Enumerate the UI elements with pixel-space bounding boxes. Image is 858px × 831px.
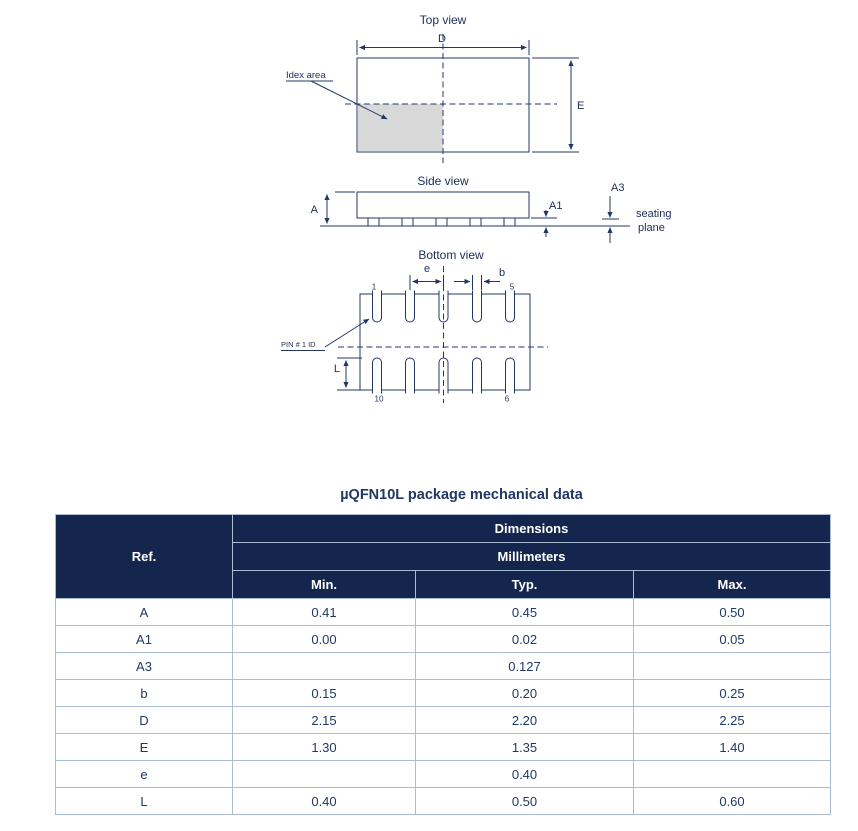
- side-view-body-outline: [356, 191, 530, 219]
- seating-plane-label-word2: plane: [638, 222, 665, 234]
- typ-cell: 0.127: [415, 652, 634, 680]
- side-view-leads: [367, 217, 516, 227]
- dim-a3-label: A3: [611, 182, 624, 194]
- a1-dimension: [531, 210, 557, 237]
- table-row: A 0.41 0.45 0.50: [55, 598, 832, 626]
- table-row: A3 0.127: [55, 652, 832, 680]
- min-cell: 0.00: [232, 625, 416, 653]
- dim-d-label: D: [438, 33, 446, 45]
- ref-cell: e: [55, 760, 233, 788]
- table-row: E 1.30 1.35 1.40: [55, 733, 832, 761]
- pin-number-6: 6: [505, 395, 510, 404]
- table-row: L 0.40 0.50 0.60: [55, 787, 832, 815]
- min-cell: [232, 652, 416, 680]
- bottom-view: Bottom view e b L PIN # 1 ID 1 5 10 6: [281, 248, 548, 404]
- ref-cell: L: [55, 787, 233, 815]
- top-view: Top view D E Idex area: [286, 13, 584, 163]
- typ-cell: 1.35: [415, 733, 634, 761]
- dim-b-label: b: [499, 267, 505, 279]
- max-column-header: Max.: [632, 570, 832, 599]
- pin-number-10: 10: [375, 395, 384, 404]
- min-cell: [232, 760, 416, 788]
- min-column-header: Min.: [232, 570, 416, 599]
- max-cell: 0.25: [632, 679, 832, 707]
- ref-cell: E: [55, 733, 233, 761]
- a3-dimension: [602, 196, 619, 243]
- ref-cell: A1: [55, 625, 233, 653]
- table-row: A1 0.00 0.02 0.05: [55, 625, 832, 653]
- dim-a-label: A: [311, 204, 319, 216]
- mechanical-data-table: Ref. Dimensions Millimeters Min. Typ. Ma…: [55, 514, 832, 815]
- max-cell: [632, 760, 832, 788]
- typ-cell: 2.20: [415, 706, 634, 734]
- ref-column-header: Ref.: [55, 514, 233, 599]
- pin-number-5: 5: [510, 283, 515, 292]
- typ-cell: 0.50: [415, 787, 634, 815]
- table-row: b 0.15 0.20 0.25: [55, 679, 832, 707]
- max-cell: 1.40: [632, 733, 832, 761]
- ref-cell: A3: [55, 652, 233, 680]
- typ-cell: 0.40: [415, 760, 634, 788]
- table-row: D 2.15 2.20 2.25: [55, 706, 832, 734]
- dim-a1-label: A1: [549, 200, 562, 212]
- typ-cell: 0.02: [415, 625, 634, 653]
- index-area-label: Idex area: [286, 70, 326, 81]
- side-view: Side view A A1 A3 seating plane: [311, 174, 671, 243]
- ref-cell: b: [55, 679, 233, 707]
- ref-cell: D: [55, 706, 233, 734]
- pin1-id-leader: [281, 318, 370, 351]
- dim-pitch-e-label: e: [424, 263, 430, 275]
- mechanical-data-section: Ref. Dimensions Millimeters Min. Typ. Ma…: [55, 514, 832, 815]
- dim-e-label: E: [577, 100, 584, 112]
- index-area-leader: [286, 80, 388, 120]
- dimensions-group-header: Dimensions: [231, 514, 832, 543]
- typ-column-header: Typ.: [415, 570, 634, 599]
- typ-cell: 0.45: [415, 598, 634, 626]
- top-view-label: Top view: [420, 13, 467, 27]
- e-dimension-top: [532, 57, 579, 153]
- millimeters-unit-header: Millimeters: [231, 542, 832, 571]
- max-cell: 0.05: [632, 625, 832, 653]
- dim-l-label: L: [334, 363, 340, 375]
- table-row: e 0.40: [55, 760, 832, 788]
- pin-number-1: 1: [372, 283, 377, 292]
- bottom-view-label: Bottom view: [418, 248, 484, 262]
- ref-cell: A: [55, 598, 233, 626]
- min-cell: 0.40: [232, 787, 416, 815]
- min-cell: 2.15: [232, 706, 416, 734]
- side-view-label: Side view: [417, 174, 469, 188]
- max-cell: 2.25: [632, 706, 832, 734]
- pad-length-l-dimension: [337, 357, 362, 391]
- min-cell: 0.41: [232, 598, 416, 626]
- seating-plane-label-word1: seating: [636, 208, 671, 220]
- table-title: µQFN10L package mechanical data: [340, 487, 583, 503]
- min-cell: 1.30: [232, 733, 416, 761]
- package-mechanical-drawing: Top view D E Idex area: [281, 13, 671, 404]
- pin1-id-label: PIN # 1 ID: [281, 340, 316, 349]
- max-cell: 0.60: [632, 787, 832, 815]
- bottom-view-bottom-pads: [372, 357, 515, 394]
- pad-width-b-dimension: [454, 275, 500, 290]
- pitch-e-dimension: [409, 275, 444, 290]
- min-cell: 0.15: [232, 679, 416, 707]
- typ-cell: 0.20: [415, 679, 634, 707]
- max-cell: 0.50: [632, 598, 832, 626]
- max-cell: [632, 652, 832, 680]
- a-dimension: [324, 191, 355, 224]
